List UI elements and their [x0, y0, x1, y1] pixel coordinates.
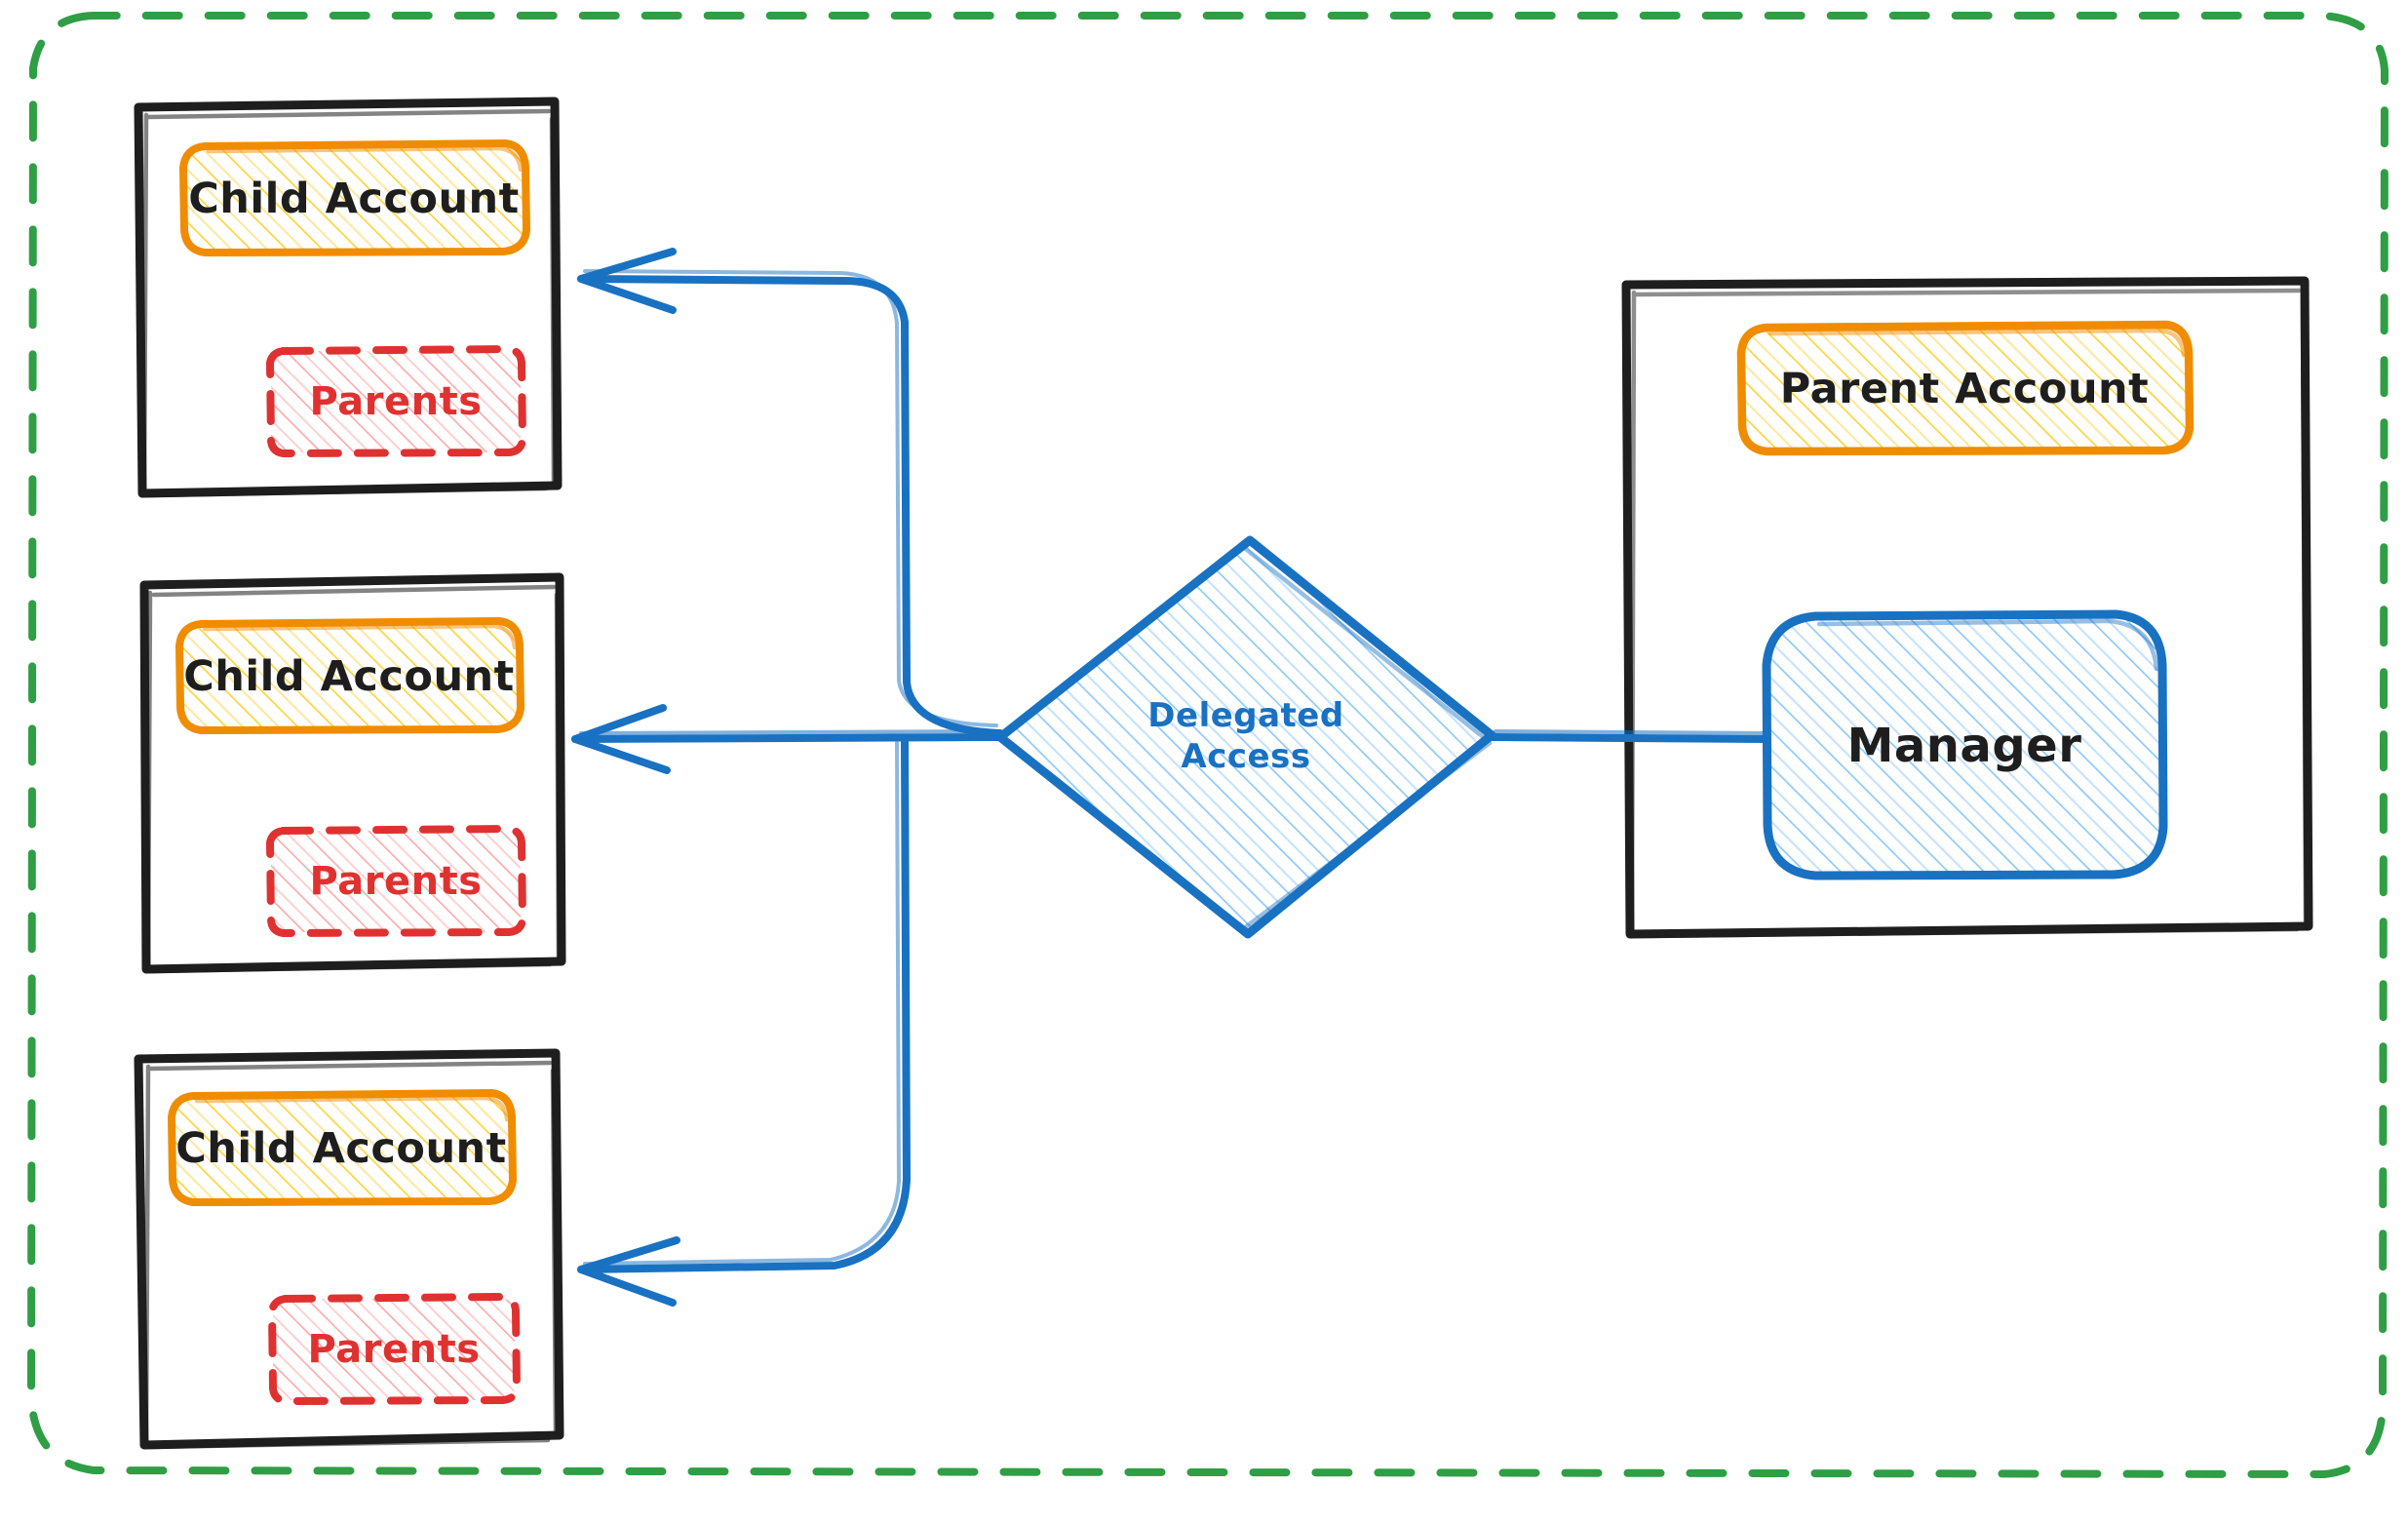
child-account-container-1[interactable]: [134, 97, 563, 498]
child-account-container-2[interactable]: [139, 572, 566, 974]
child-account-chip-2[interactable]: [175, 617, 524, 734]
child-account-chip-3[interactable]: [168, 1089, 517, 1206]
connector-diamond-to-child-3[interactable]: [577, 737, 911, 1307]
parents-chip-3[interactable]: [268, 1293, 521, 1405]
parent-account-container[interactable]: [1621, 276, 2313, 939]
parent-account-chip[interactable]: [1736, 320, 2194, 456]
connector-diamond-to-child-1[interactable]: [577, 248, 1004, 737]
child-account-chip-1[interactable]: [179, 139, 530, 256]
child-account-container-3[interactable]: [134, 1048, 564, 1450]
manager-chip[interactable]: [1762, 609, 2168, 880]
connector-manager-to-diamond[interactable]: [1488, 729, 1770, 743]
connector-diamond-to-child-2[interactable]: [571, 704, 1004, 774]
organization-boundary: [27, 12, 2389, 1478]
parents-chip-1[interactable]: [266, 345, 526, 457]
parents-chip-2[interactable]: [266, 825, 526, 937]
delegated-access-diamond[interactable]: [995, 535, 1496, 939]
